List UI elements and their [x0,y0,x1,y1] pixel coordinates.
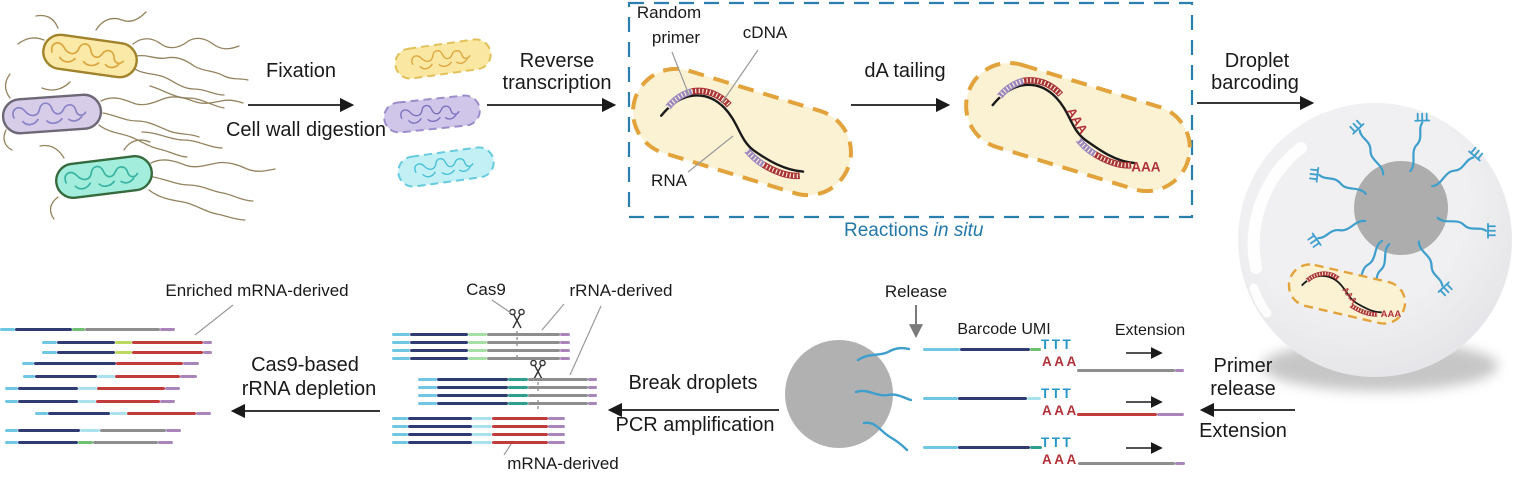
reactions-in-situ-caption: Reactions in situ [844,220,984,241]
reverse-transcription-label-line1: Reverse [519,50,595,72]
barcode-bead [1354,161,1448,255]
cdna-label: cDNA [742,23,788,42]
scissors-icon [509,308,525,329]
release-label: Release [884,282,948,301]
break-droplets-label: Break droplets [628,372,758,394]
arrows [230,95,1315,454]
leader-mrna [503,440,514,456]
leader-cas9 [491,299,512,314]
cas9-scissors [509,308,546,409]
rrna-depletion-label: rRNA depletion [241,378,377,400]
leader-rrna-2 [569,305,602,376]
leader-rrna-1 [541,303,565,331]
primer-release-label-line2: release [1210,378,1276,400]
pcr-amplification-label: PCR amplification [615,414,775,436]
scissors-icon [530,359,546,380]
mrna-derived-label: mRNA-derived [507,454,619,473]
leader-lines [194,49,759,456]
reverse-transcription-label-line2: transcription [502,72,612,94]
rna-strand [660,94,805,173]
fixed-cell-purple [383,94,481,134]
droplet-shine [1247,142,1307,274]
cell-da-tailed: AAA AAA [964,60,1192,194]
cell-wall-digestion-label: Cell wall digestion [225,119,387,141]
poly-a-tail-text: AAA [1381,309,1402,320]
leader-cdna [720,49,759,105]
enriched-mrna-label: Enriched mRNA-derived [165,281,349,300]
random-primer-label-line2: primer [651,28,701,47]
cas9-based-label: Cas9-based [251,354,359,376]
rrna-derived-label: rRNA-derived [569,281,673,300]
leader-rna [687,135,734,173]
extension-bottom-label: Extension [1199,420,1287,442]
droplet-barcoding-label-line2: barcoding [1211,72,1299,94]
extension-top-label: Extension [1114,322,1186,339]
fixed-cell-cyan [397,146,495,188]
rna-strand [991,83,1136,165]
poly-a-tail-text: AAA [1131,160,1160,175]
da-tailing-label: dA tailing [864,60,946,82]
fixed-cell-yellow [394,38,492,80]
droplet-barcoding-label-line1: Droplet [1224,50,1290,72]
barcode-umi-label: Barcode UMI [957,321,1051,338]
encapsulated-cell: AAA AAA [1287,263,1407,325]
rna-label: RNA [651,171,687,190]
random-primer-label-line1: Random [636,3,702,22]
leader-random-primer [671,51,690,96]
bacterium-yellow [42,33,138,79]
leader-enriched [194,304,234,336]
bead-primer-squiggles [854,346,913,452]
cell-reverse-transcription [631,66,853,198]
droplet: AAA AAA [1238,103,1512,391]
bacterium-teal [55,155,153,199]
flagella [3,11,276,221]
droplet-shine-small [1249,283,1272,318]
gel-bead [785,340,913,452]
primer-release-label-line1: Primer [1213,355,1273,377]
bacterium-purple [1,93,103,135]
fixation-label: Fixation [265,60,337,82]
cas9-label: Cas9 [466,280,506,299]
reactions-in-situ-box [627,1,1194,219]
